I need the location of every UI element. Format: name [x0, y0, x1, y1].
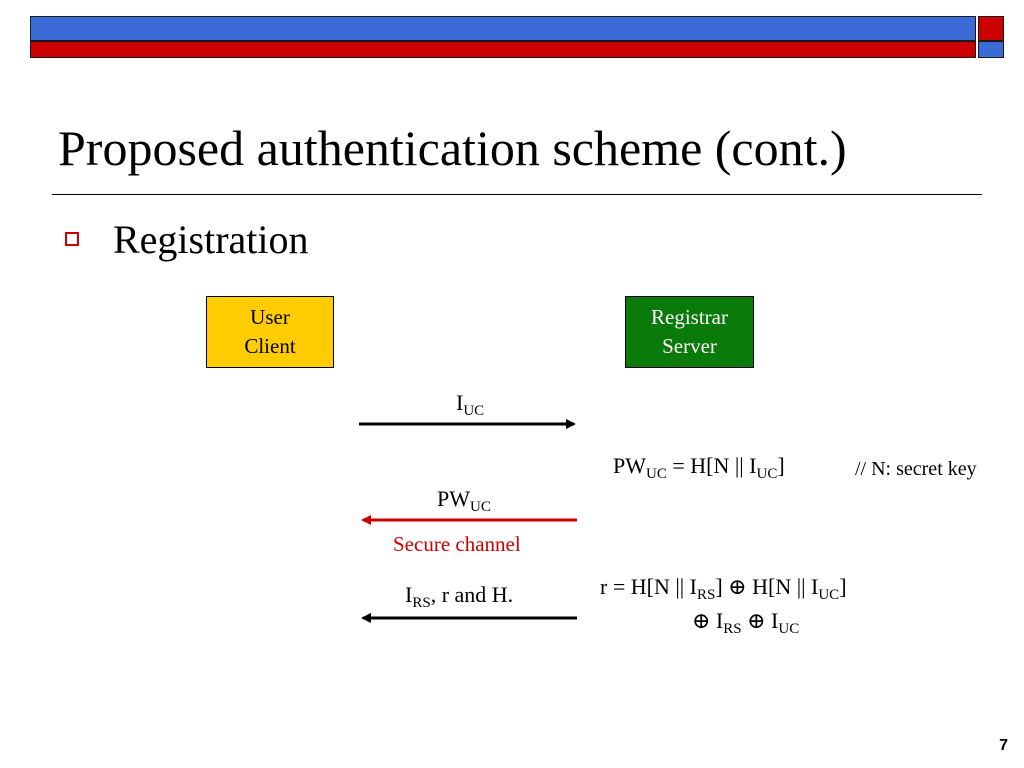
message-irs-label: IRS, r and H. — [405, 582, 514, 611]
registrar-server-box: Registrar Server — [625, 296, 754, 368]
registrar-server-line1: Registrar — [651, 305, 728, 329]
header-bar-red — [30, 41, 976, 58]
header-square-red — [978, 16, 1004, 41]
r-formula-line1: r = H[N || IRS] ⊕ H[N || IUC] — [600, 574, 847, 603]
user-client-line1: User — [250, 305, 290, 329]
message-pwuc-label: PWUC — [437, 486, 491, 515]
r-formula-line2: ⊕ IRS ⊕ IUC — [692, 608, 800, 637]
title-divider — [52, 194, 982, 195]
registrar-server-line2: Server — [662, 334, 717, 358]
bullet-square-icon — [65, 232, 79, 246]
secure-channel-label: Secure channel — [393, 532, 521, 556]
page-number: 7 — [999, 737, 1008, 754]
user-client-line2: Client — [244, 334, 296, 358]
pw-formula: PWUC = H[N || IUC] — [613, 453, 785, 482]
message-iuc-label: IUC — [456, 390, 485, 419]
secret-key-comment: // N: secret key — [855, 458, 977, 480]
bullet-registration: Registration — [113, 217, 309, 262]
slide-title: Proposed authentication scheme (cont.) — [58, 120, 847, 176]
header-square-blue — [978, 41, 1004, 58]
header-bar-blue — [30, 16, 976, 41]
user-client-box: User Client — [206, 296, 334, 368]
